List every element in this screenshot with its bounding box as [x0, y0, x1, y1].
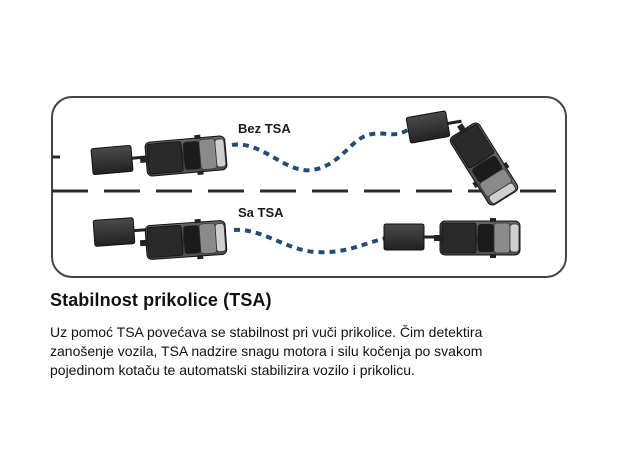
stable-truck-icon	[433, 217, 521, 259]
path-without-tsa	[231, 126, 412, 173]
path-with-tsa	[233, 227, 387, 255]
label-with-tsa: Sa TSA	[238, 205, 284, 220]
label-without-tsa: Bez TSA	[238, 121, 291, 136]
description-text: Uz pomoć TSA povećava se stabilnost pri …	[50, 324, 483, 378]
tsa-diagram: Bez TSA Sa TSA	[51, 96, 567, 278]
page-title: Stabilnost prikolice (TSA)	[50, 290, 272, 310]
